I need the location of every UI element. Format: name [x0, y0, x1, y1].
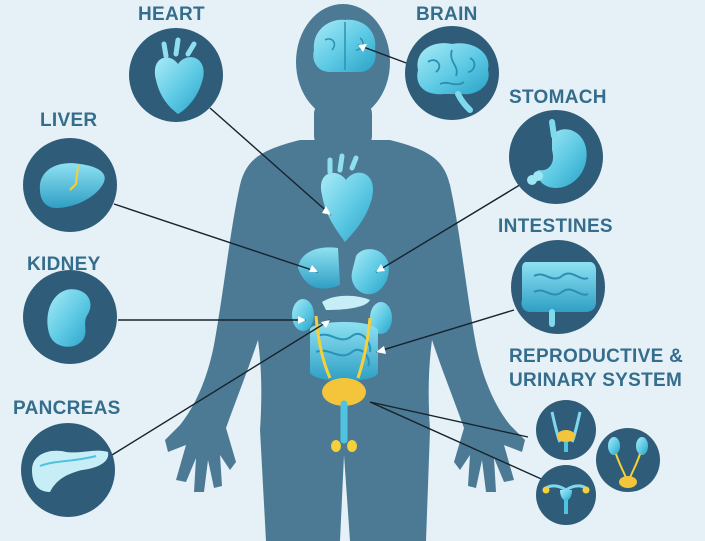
- liver-label: LIVER: [40, 111, 97, 130]
- liver-callout: [23, 138, 117, 232]
- inner-brain: [313, 20, 375, 72]
- brain-callout: [405, 26, 499, 120]
- pancreas-label: PANCREAS: [13, 399, 121, 418]
- pancreas-callout: [21, 423, 115, 517]
- female-reproductive-callout: [536, 465, 596, 525]
- kidney-label: KIDNEY: [27, 255, 101, 274]
- stomach-callout: [509, 110, 603, 204]
- stomach-label: STOMACH: [509, 88, 607, 107]
- heart-label: HEART: [138, 5, 205, 24]
- urinary-system-callout: [596, 428, 660, 492]
- reproductive-label-line2: URINARY SYSTEM: [509, 371, 682, 390]
- intestines-label: INTESTINES: [498, 217, 613, 236]
- brain-label: BRAIN: [416, 5, 478, 24]
- male-reproductive-callout: [536, 400, 596, 460]
- heart-callout: [129, 28, 223, 122]
- reproductive-label-line1: REPRODUCTIVE &: [509, 347, 683, 366]
- kidney-callout: [23, 270, 117, 364]
- intestines-callout: [511, 240, 605, 334]
